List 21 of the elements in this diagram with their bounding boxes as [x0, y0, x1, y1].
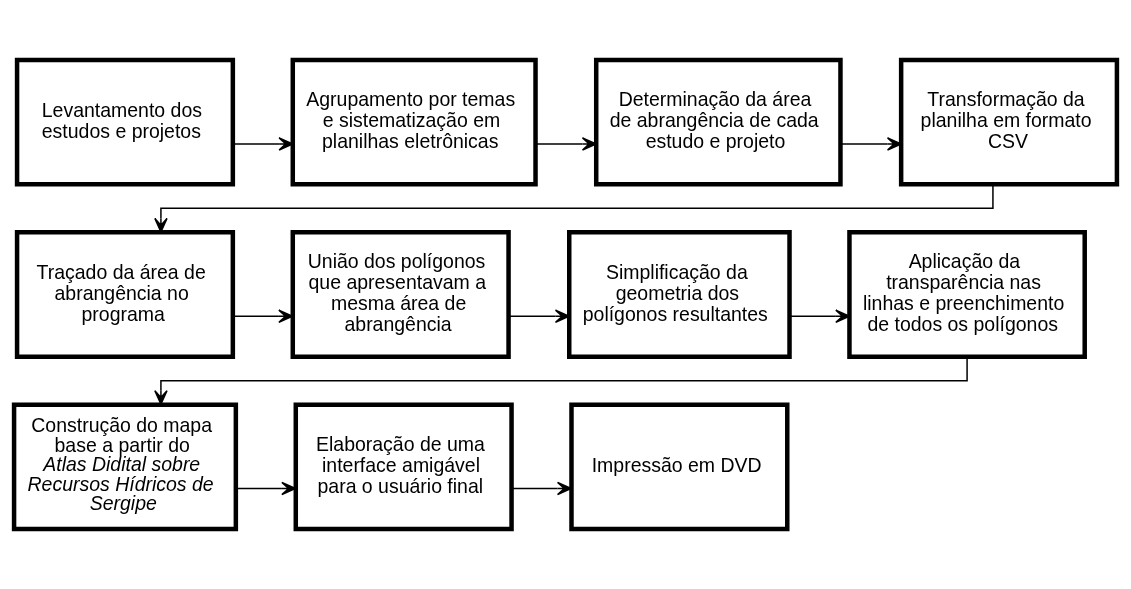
node-box: Traçado da área de abrangência no programa — [14, 230, 236, 359]
arrow — [232, 309, 294, 324]
node-box: Transformação da planilha em formato CSV — [898, 57, 1120, 187]
arrow — [235, 481, 297, 496]
node-box: Construção do mapa base a partir do Atlas Didital sobre Recursos Hídricos de Sergipe — [11, 402, 239, 532]
node-box: Impressão em DVD — [569, 402, 790, 532]
arrow — [534, 137, 597, 151]
arrow — [154, 184, 994, 233]
arrow — [154, 356, 968, 405]
node-box: Simplificação da geometria dos polígonos resultantes — [567, 230, 792, 359]
node-box: Agrupamento por temas e sistematização em planilhas eletrônicas — [290, 57, 538, 187]
arrow — [508, 309, 570, 324]
node-box: Levantamento dos estudos e projetos — [14, 57, 236, 187]
node-box: Aplicação da transparência nas linhas e preenchimento de todos os polígonos — [847, 230, 1087, 359]
node-box: União dos polígonos que apresentavam a mesma área de abrangência — [290, 230, 511, 359]
node-box: Elaboração de uma interface amigável para o usuário final — [293, 402, 514, 532]
arrow — [511, 481, 572, 496]
arrow — [789, 309, 851, 324]
node-box: Determinação da área de abrangência de cada estudo e projeto — [593, 57, 843, 187]
arrow — [232, 137, 294, 151]
arrow — [840, 137, 902, 151]
